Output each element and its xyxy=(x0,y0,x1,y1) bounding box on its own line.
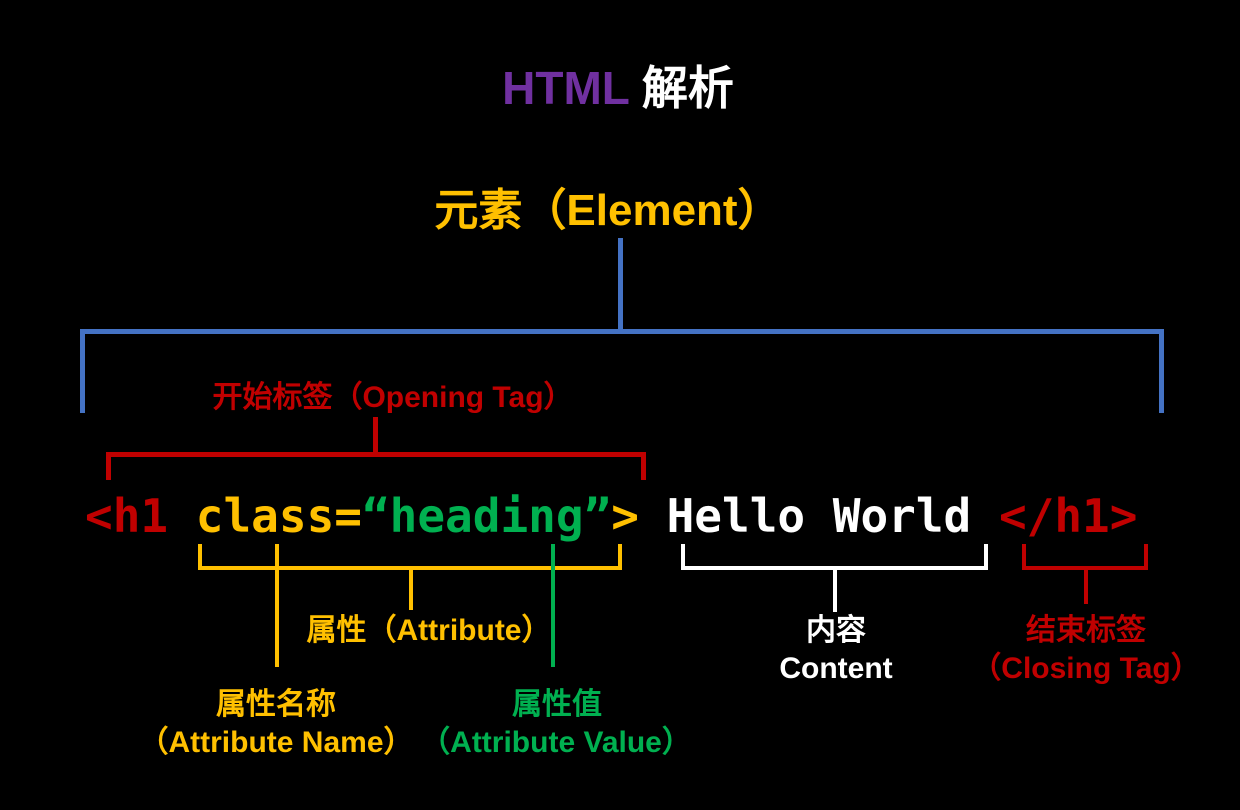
attribute-name-label-en: （Attribute Name） xyxy=(138,726,414,759)
content-label-en: Content xyxy=(779,652,893,685)
attribute-value-pointer-line xyxy=(551,544,555,667)
code-open-tag: <h1 xyxy=(85,489,169,543)
attribute-bracket-right-tick xyxy=(618,544,622,570)
closing-tag-bracket-right-tick xyxy=(1144,544,1148,570)
attribute-value-label-en: （Attribute Value） xyxy=(420,726,692,759)
code-closing-tag: </h1> xyxy=(998,489,1138,543)
attribute-bracket-left-tick xyxy=(198,544,202,570)
closing-tag-label-zh: 结束标签 xyxy=(1026,614,1146,647)
attribute-value-label-zh: 属性值 xyxy=(512,688,602,721)
content-bracket-right-tick xyxy=(984,544,988,570)
attribute-connector-tick xyxy=(409,566,413,610)
content-connector-tick xyxy=(833,566,837,612)
element-connector-line xyxy=(618,238,623,332)
opening-tag-label: 开始标签（Opening Tag） xyxy=(212,381,574,414)
closing-tag-bracket-left-tick xyxy=(1022,544,1026,570)
code-line: <h1 class=“heading”> Hello World </h1> xyxy=(85,490,1137,542)
element-label: 元素（Element） xyxy=(434,186,782,235)
code-bracket-close: > xyxy=(611,489,639,543)
code-attr-value: “heading” xyxy=(361,489,612,543)
content-label-zh: 内容 xyxy=(806,614,866,647)
opening-tag-bracket-right-drop xyxy=(641,452,646,480)
opening-tag-connector-line xyxy=(373,417,378,455)
element-bracket-left-drop xyxy=(80,329,85,413)
opening-tag-bracket-top-line xyxy=(106,452,646,457)
element-bracket-top-line xyxy=(80,329,1164,334)
code-attr-name: class= xyxy=(168,489,362,543)
page-title: HTML 解析 xyxy=(502,62,734,115)
closing-tag-connector-tick xyxy=(1084,566,1088,604)
opening-tag-bracket-left-drop xyxy=(106,452,111,480)
attribute-name-label-zh: 属性名称 xyxy=(216,688,336,721)
content-bracket-left-tick xyxy=(681,544,685,570)
closing-tag-label-en: （Closing Tag） xyxy=(971,652,1201,685)
title-suffix: 解析 xyxy=(629,62,734,114)
element-bracket-right-drop xyxy=(1159,329,1164,413)
code-content: Hello World xyxy=(638,489,999,543)
title-brand: HTML xyxy=(502,62,630,114)
attribute-label: 属性（Attribute） xyxy=(306,614,552,647)
attribute-name-pointer-line xyxy=(275,544,279,667)
